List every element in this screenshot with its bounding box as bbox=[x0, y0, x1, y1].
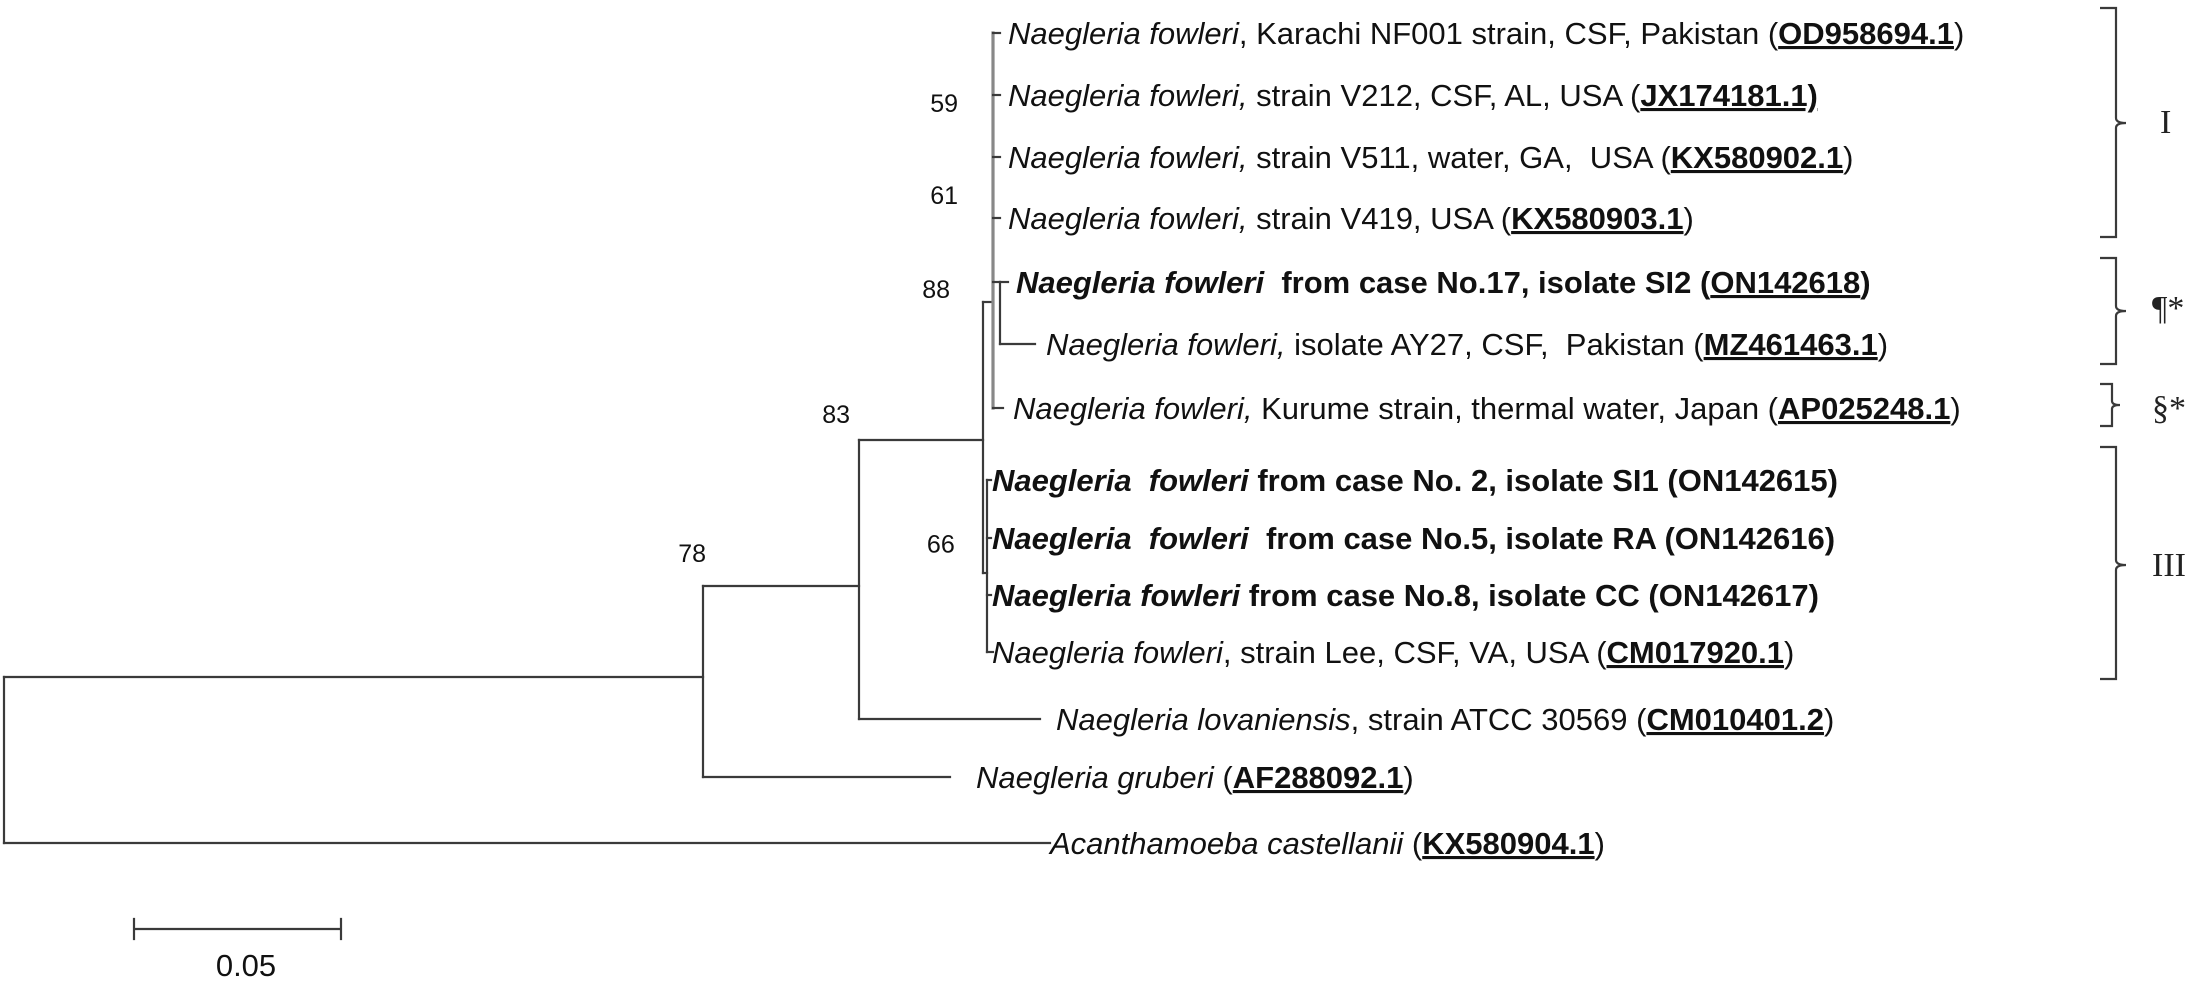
accession-link: OD958694.1 bbox=[1778, 16, 1954, 51]
accession-link: ON142618 bbox=[1710, 265, 1860, 300]
accession-link: AP025248.1 bbox=[1778, 391, 1950, 426]
tree-branches bbox=[2, 31, 1052, 845]
taxon-label: Naegleria lovaniensis, strain ATCC 30569… bbox=[1056, 702, 1834, 737]
taxon-description: Kurume strain, thermal water, Japan ( bbox=[1253, 391, 1779, 426]
taxon-species: Naegleria gruberi bbox=[976, 760, 1215, 795]
bootstrap-value: 83 bbox=[822, 401, 850, 429]
taxon-description: from case No.17, isolate SI2 ( bbox=[1264, 265, 1711, 300]
taxon-description: , Karachi NF001 strain, CSF, Pakistan ( bbox=[1239, 16, 1779, 51]
scale-bar-line bbox=[132, 917, 343, 941]
bracket-group-iii bbox=[2100, 445, 2127, 681]
taxon-label: Naegleria fowleri from case No.5, isolat… bbox=[992, 521, 1835, 556]
scale-bar: 0.05 bbox=[132, 917, 343, 983]
taxon-closing: ) bbox=[1860, 265, 1870, 300]
accession-link: CM010401.2 bbox=[1646, 702, 1824, 737]
scale-bar-label: 0.05 bbox=[216, 948, 276, 983]
bootstrap-value: 88 bbox=[922, 276, 950, 304]
taxon-label: Naegleria gruberi (AF288092.1) bbox=[976, 760, 1414, 795]
taxon-species: Naegleria fowleri, bbox=[1008, 201, 1248, 236]
taxon-label: Naegleria fowleri, strain Lee, CSF, VA, … bbox=[992, 635, 1794, 670]
taxon-description: from case No. 2, isolate SI1 (ON142615) bbox=[1249, 463, 1838, 498]
taxon-species: Naegleria fowleri, bbox=[1008, 140, 1248, 175]
bootstrap-values: 59 61 88 83 78 99 bbox=[678, 90, 958, 568]
taxon-label: Naegleria fowleri, Karachi NF001 strain,… bbox=[1008, 16, 1964, 51]
taxon-label: Naegleria fowleri, Kurume strain, therma… bbox=[1013, 391, 1961, 426]
taxon-label: Naegleria fowleri, strain V212, CSF, AL,… bbox=[1008, 78, 1818, 113]
taxon-label: Naegleria fowleri from case No.17, isola… bbox=[1016, 265, 1871, 300]
taxon-label: Naegleria fowleri, strain V419, USA (KX5… bbox=[1008, 201, 1694, 236]
bootstrap-value: 78 bbox=[678, 540, 706, 568]
taxon-label: Naegleria fowleri, strain V511, water, G… bbox=[1008, 140, 1853, 175]
accession-link: KX580902.1 bbox=[1671, 140, 1843, 175]
taxon-description: ( bbox=[1403, 826, 1423, 861]
taxon-label: Acanthamoeba castellanii (KX580904.1) bbox=[1048, 826, 1605, 861]
taxon-description: isolate AY27, CSF, Pakistan ( bbox=[1286, 327, 1705, 362]
taxon-species: Naegleria fowleri, bbox=[1013, 391, 1253, 426]
bracket-group-i bbox=[2100, 6, 2127, 239]
group-label: ¶* bbox=[2152, 290, 2184, 327]
taxon-description: ( bbox=[1214, 760, 1234, 795]
taxon-species: Naegleria fowleri bbox=[992, 463, 1250, 498]
bootstrap-value: 99 bbox=[927, 529, 955, 557]
accession-link: MZ461463.1 bbox=[1704, 327, 1878, 362]
accession-link: AF288092.1 bbox=[1233, 760, 1404, 795]
taxon-species: Naegleria fowleri, bbox=[1008, 78, 1248, 113]
accession-link: KX580904.1 bbox=[1422, 826, 1594, 861]
taxon-description: , strain ATCC 30569 ( bbox=[1351, 702, 1647, 737]
bootstrap-value: 59 bbox=[930, 90, 958, 118]
accession-link: KX580903.1 bbox=[1511, 201, 1683, 236]
taxon-description: strain V511, water, GA, USA ( bbox=[1248, 140, 1672, 175]
taxon-label: Naegleria fowleri, isolate AY27, CSF, Pa… bbox=[1046, 327, 1888, 362]
taxon-description: from case No.5, isolate RA (ON142616) bbox=[1249, 521, 1835, 556]
taxon-description: from case No.8, isolate CC (ON142617) bbox=[1240, 578, 1819, 613]
taxon-species: Naegleria fowleri bbox=[1016, 265, 1265, 300]
taxon-species: Naegleria fowleri, bbox=[1046, 327, 1286, 362]
taxon-description: strain V419, USA ( bbox=[1248, 201, 1512, 236]
taxon-description: strain V212, CSF, AL, USA ( bbox=[1248, 78, 1642, 113]
taxon-description: , strain Lee, CSF, VA, USA ( bbox=[1223, 635, 1607, 670]
taxon-closing: ) bbox=[1403, 760, 1413, 795]
taxon-label: Naegleria fowleri from case No.8, isolat… bbox=[992, 578, 1819, 613]
taxon-species: Naegleria fowleri bbox=[992, 521, 1250, 556]
bracket-group-section bbox=[2100, 382, 2121, 428]
accession-link: CM017920.1 bbox=[1607, 635, 1785, 670]
group-label: §* bbox=[2152, 390, 2186, 427]
group-label: III bbox=[2152, 547, 2186, 584]
taxon-species: Acanthamoeba castellanii bbox=[1048, 826, 1404, 861]
taxon-closing: ) bbox=[1843, 140, 1853, 175]
taxon-closing: ) bbox=[1595, 826, 1605, 861]
taxon-closing: ) bbox=[1784, 635, 1794, 670]
group-brackets: I ¶* §* III bbox=[2100, 6, 2186, 681]
bracket-group-para bbox=[2100, 256, 2127, 366]
taxon-closing: ) bbox=[1954, 16, 1964, 51]
accession-link: JX174181.1) bbox=[1640, 78, 1818, 113]
taxon-label: Naegleria fowleri from case No. 2, isola… bbox=[992, 463, 1838, 498]
taxon-species: Naegleria lovaniensis bbox=[1056, 702, 1351, 737]
taxon-labels: Naegleria fowleri, Karachi NF001 strain,… bbox=[976, 16, 1964, 861]
bootstrap-value: 61 bbox=[930, 182, 958, 210]
taxon-closing: ) bbox=[1684, 201, 1694, 236]
group-label: I bbox=[2160, 104, 2171, 141]
taxon-species: Naegleria fowleri bbox=[992, 635, 1224, 670]
taxon-species: Naegleria fowleri bbox=[1008, 16, 1240, 51]
taxon-closing: ) bbox=[1878, 327, 1888, 362]
taxon-species: Naegleria fowleri bbox=[992, 578, 1241, 613]
taxon-closing: ) bbox=[1824, 702, 1834, 737]
taxon-closing: ) bbox=[1950, 391, 1960, 426]
